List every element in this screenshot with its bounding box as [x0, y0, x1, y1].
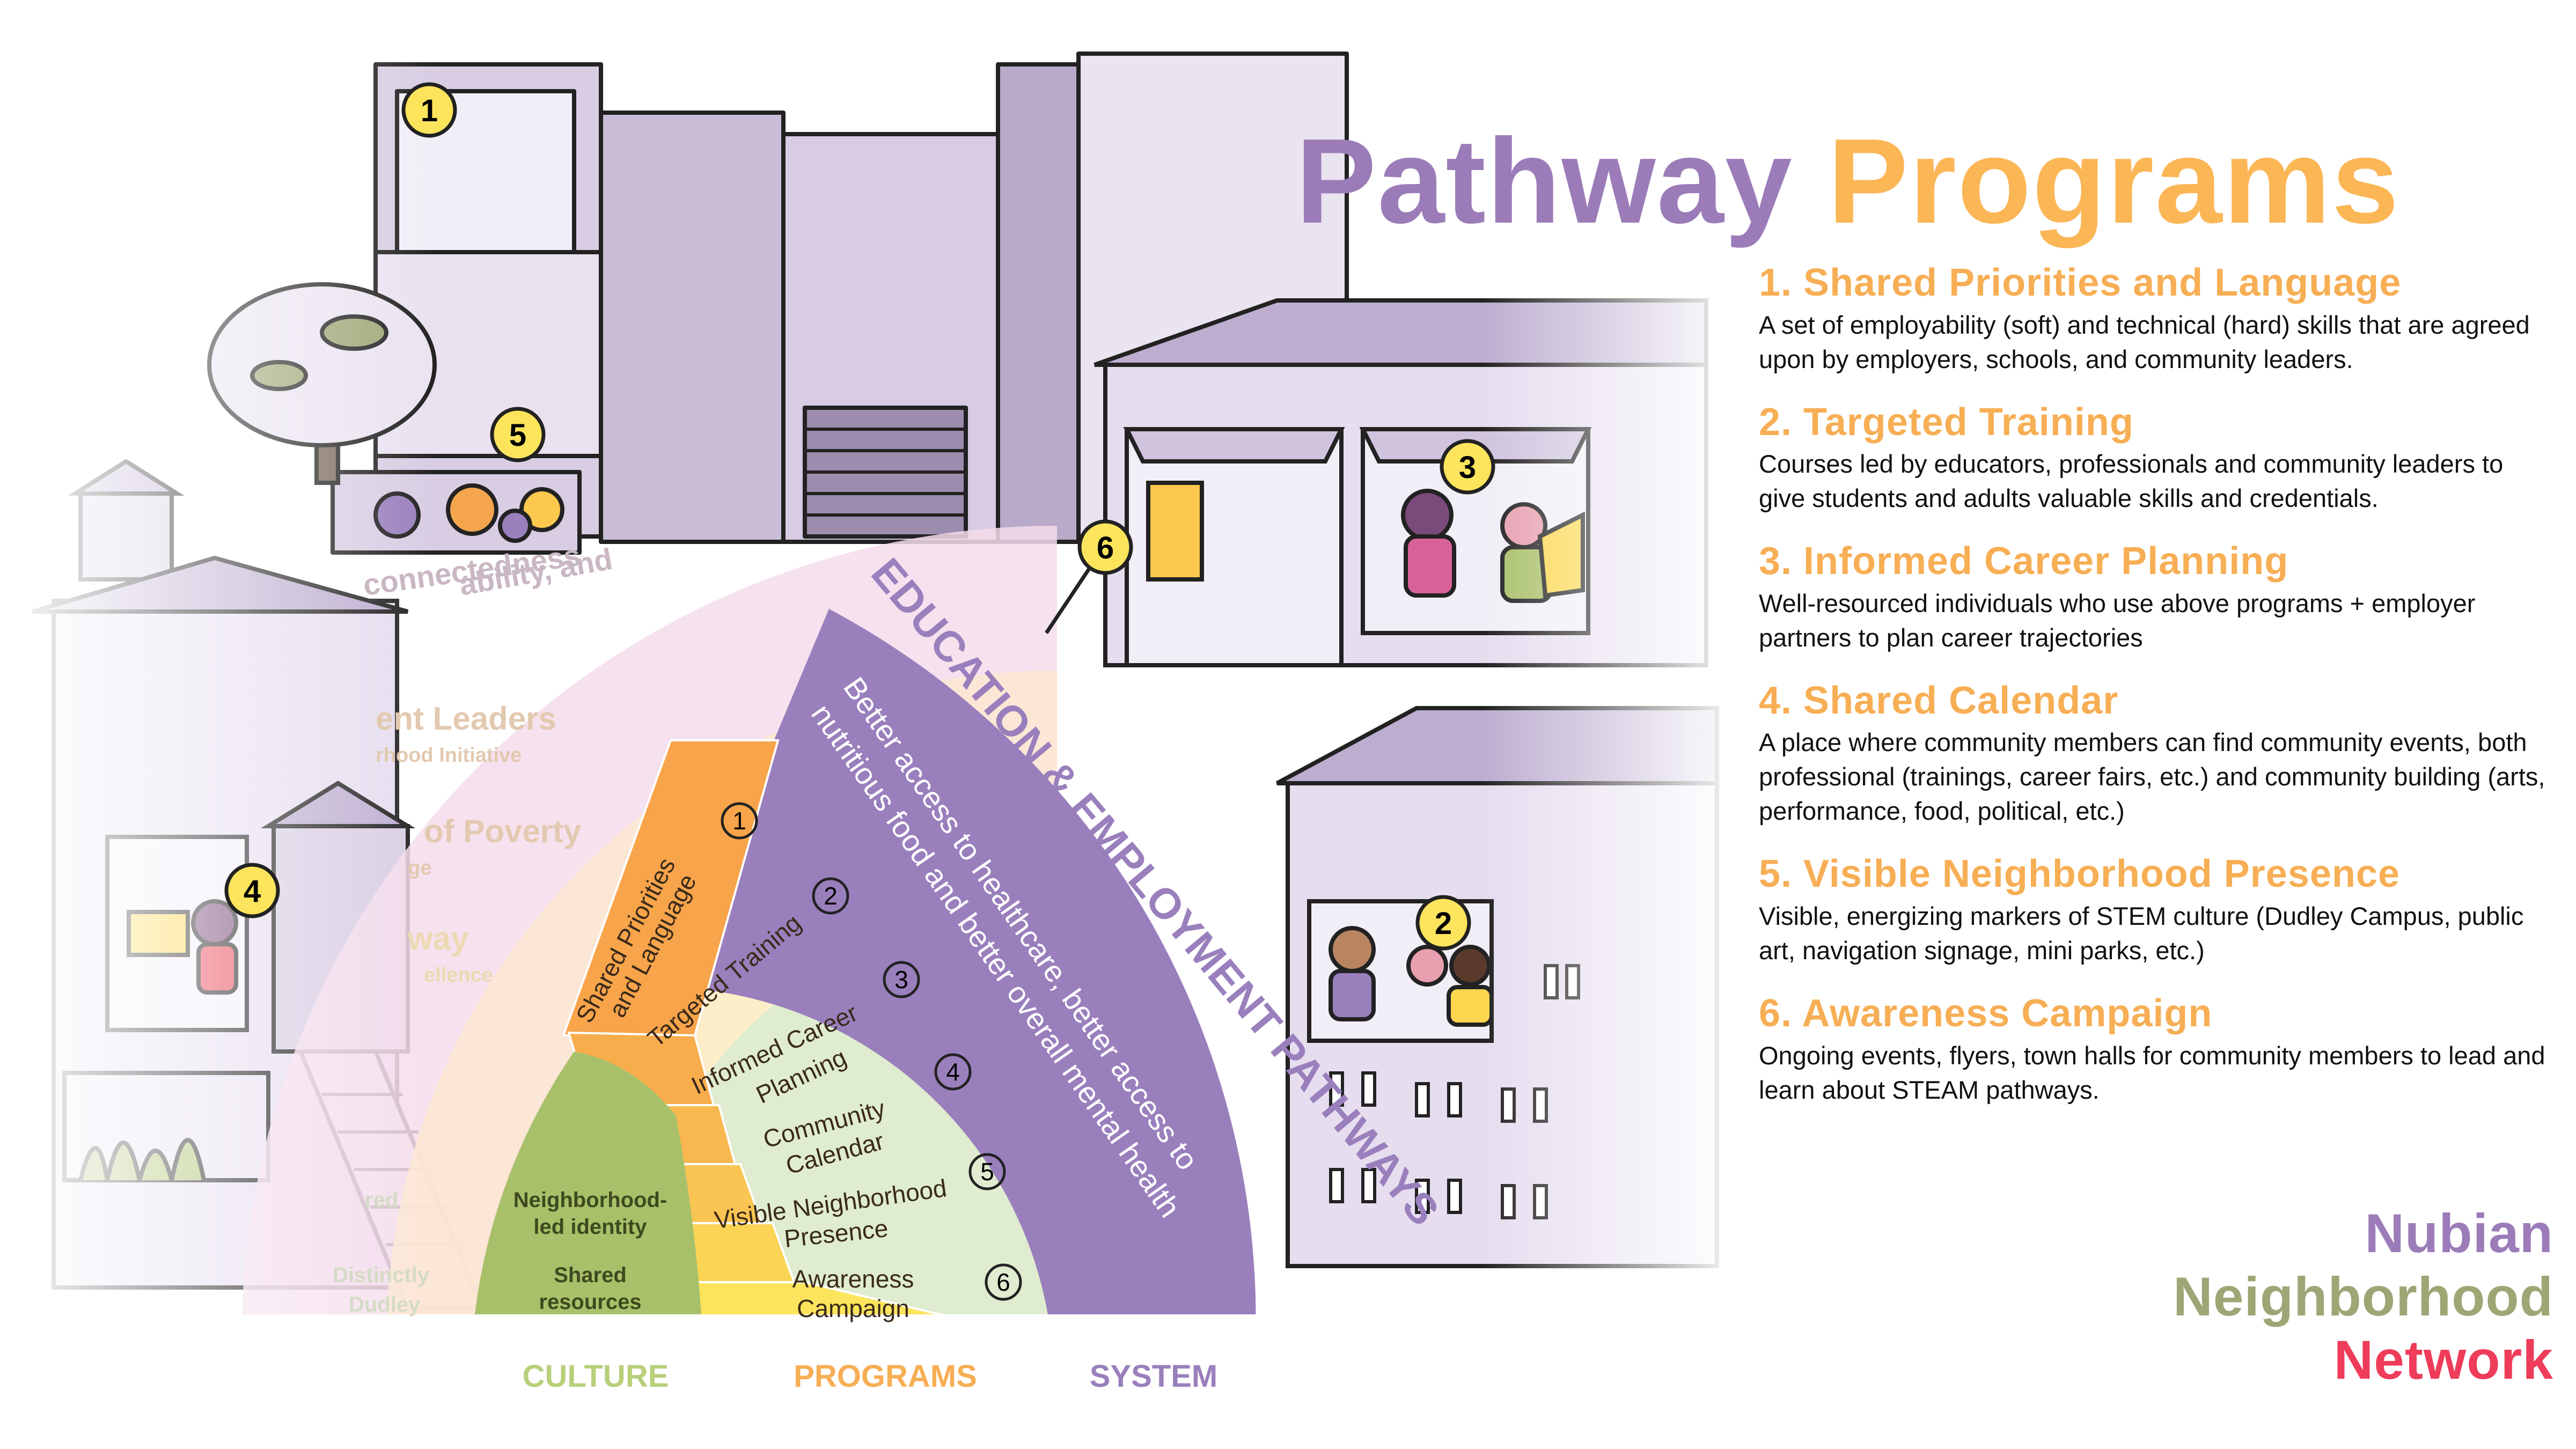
program-number: 5 — [980, 1158, 994, 1186]
ring-labels: CULTURE PROGRAMS SYSTEM — [523, 1359, 1218, 1394]
program-heading: 1. Shared Priorities and Language — [1759, 261, 2402, 304]
culture-item: Shared — [554, 1263, 627, 1287]
scene-marker: 3 — [1459, 450, 1476, 485]
program-description: Visible, energizing markers of STEM cult… — [1759, 901, 2524, 965]
program-number: 3 — [894, 966, 908, 994]
faded-text: Dudley — [349, 1293, 421, 1316]
pathway-illustration: ability, and connectedness ent Leaders r… — [0, 0, 1744, 1449]
brand-logo: Nubian Neighborhood Network — [2173, 1202, 2553, 1392]
program-description: Courses led by educators, professionals … — [1759, 450, 2504, 513]
ring-label-culture: CULTURE — [523, 1359, 669, 1394]
faded-text: Distinctly — [333, 1263, 430, 1287]
scene-marker: 2 — [1435, 906, 1452, 941]
brand-line-neighborhood: Neighborhood — [2173, 1266, 2553, 1327]
faded-text: rhood Initiative — [376, 744, 522, 767]
scene-markers: 1 2 3 4 5 6 — [224, 82, 1495, 951]
program-heading: 5. Visible Neighborhood Presence — [1759, 852, 2401, 896]
faded-text: of Poverty — [424, 813, 582, 849]
title-word-pathway: Pathway — [1296, 113, 1793, 248]
culture-item: resources — [539, 1290, 641, 1314]
faded-text: ent Leaders — [376, 701, 556, 737]
brand-line-nubian: Nubian — [2365, 1203, 2553, 1264]
scene-marker: 6 — [1097, 531, 1114, 565]
program-number-badges: 1 2 3 4 5 6 — [721, 802, 1022, 1301]
program-item-3: 3. Informed Career Planning Well-resourc… — [1759, 541, 2553, 655]
program-description: Ongoing events, flyers, town halls for c… — [1759, 1041, 2545, 1104]
program-heading: 2. Targeted Training — [1759, 400, 2134, 444]
program-item-1: 1. Shared Priorities and Language A set … — [1759, 261, 2553, 377]
program-item-4: 4. Shared Calendar A place where communi… — [1759, 679, 2553, 829]
program-number: 1 — [732, 807, 746, 835]
scene-marker: 5 — [509, 418, 526, 453]
program-description: A place where community members can find… — [1759, 728, 2545, 826]
scene-marker: 4 — [244, 874, 261, 909]
program-description: A set of employability (soft) and techni… — [1759, 310, 2530, 373]
program-number: 4 — [946, 1058, 960, 1086]
program-description: Well-resourced individuals who use above… — [1759, 589, 2476, 652]
page-title: Pathway Programs — [1296, 121, 2400, 241]
program-number: 6 — [996, 1268, 1010, 1296]
ring-label-programs: PROGRAMS — [794, 1359, 977, 1394]
program-item-6: 6. Awareness Campaign Ongoing events, fl… — [1759, 991, 2553, 1107]
program-list: 1. Shared Priorities and Language A set … — [1759, 261, 2553, 1133]
culture-labels: Neighborhood- led identity Shared resour… — [513, 1188, 667, 1314]
ring-label-system: SYSTEM — [1090, 1359, 1218, 1394]
faded-text: ge — [408, 857, 431, 879]
program-heading: 3. Informed Career Planning — [1759, 540, 2289, 583]
title-word-programs: Programs — [1828, 113, 2400, 248]
program-label: Awareness — [792, 1265, 914, 1293]
faded-text: way — [407, 921, 469, 957]
faded-text: red — [365, 1188, 398, 1212]
program-item-2: 2. Targeted Training Courses led by educ… — [1759, 402, 2553, 516]
scene-marker: 1 — [421, 93, 438, 128]
faded-text: ellence — [424, 964, 493, 987]
program-label: Campaign — [797, 1294, 909, 1322]
culture-item: led identity — [533, 1215, 647, 1239]
culture-item: Neighborhood- — [513, 1188, 667, 1212]
program-heading: 4. Shared Calendar — [1759, 679, 2119, 722]
program-heading: 6. Awareness Campaign — [1759, 991, 2213, 1035]
program-number: 2 — [824, 882, 838, 910]
brand-line-network: Network — [2333, 1329, 2553, 1391]
program-item-5: 5. Visible Neighborhood Presence Visible… — [1759, 854, 2553, 968]
